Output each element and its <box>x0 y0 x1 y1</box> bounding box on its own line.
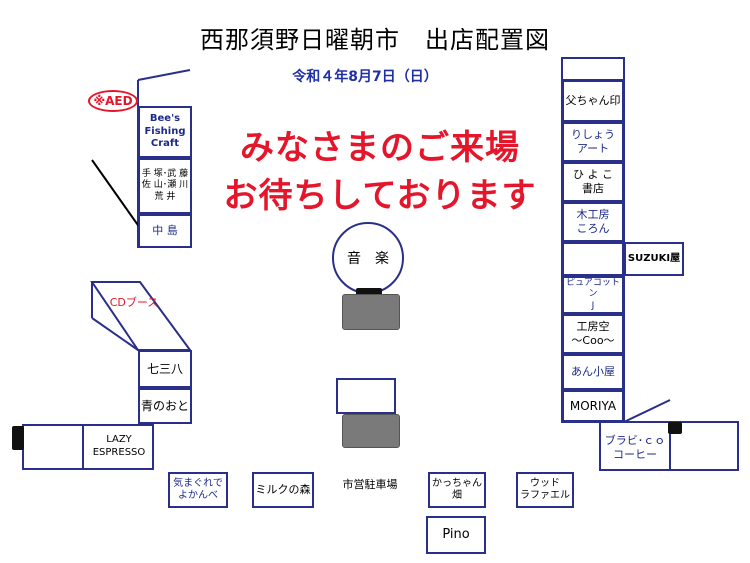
stall-pure-cotton: ピュアコットン J <box>562 276 624 314</box>
stall-suzuki-ya: SUZUKI屋 <box>624 242 684 276</box>
stall-nakajima: 中 島 <box>138 214 192 248</box>
stall-empty <box>562 242 624 276</box>
welcome-message-line2: お待ちしております <box>223 176 537 216</box>
tent-weight-right <box>668 422 682 434</box>
stall-aonooto: 青のおと <box>138 388 192 424</box>
stall-kobo-coo: 工房空 〜Coo〜 <box>562 314 624 354</box>
stall-bees-fishing-craft: Bee's Fishing Craft <box>138 106 192 158</box>
stall-tochan-jirushi: 父ちゃん印 <box>562 80 624 122</box>
event-date: 令和４年8月7日（日） <box>292 69 438 85</box>
page-title: 西那須野日曜朝市 出店配置図 <box>200 26 550 54</box>
stall-shichisanhachi: 七三八 <box>138 350 192 388</box>
stall-lazy-side <box>22 424 84 470</box>
center-booth-frame <box>336 378 396 414</box>
tent-weight <box>12 426 24 450</box>
stall-risho-art: りしょう アート <box>562 122 624 162</box>
stall-cd-booth: CDブース <box>109 296 159 309</box>
aed-marker: ※AED <box>88 90 138 112</box>
stall-mokkobo-koron: 木工房 ころん <box>562 202 624 242</box>
stall-moriya: MORIYA <box>562 390 624 422</box>
parking-lot-label: 市営駐車場 <box>342 478 398 491</box>
welcome-message-line1: みなさまのご来場 <box>240 128 520 168</box>
stall-hiyoko-shoten: ひ よ こ 書店 <box>562 162 624 202</box>
stall-wood-rafael: ウッド ラファエル <box>516 472 574 508</box>
stall-an-koya: あん小屋 <box>562 354 624 390</box>
stall-kacchan-batake: かっちゃん畑 <box>428 472 486 508</box>
stall-lazy-espresso: LAZY ESPRESSO <box>92 434 146 458</box>
music-stage: 音 楽 <box>332 222 404 294</box>
stall-group: 手 塚･武 藤 佐 山･瀬 川 荒 井 <box>138 158 192 214</box>
equipment-gray-bottom <box>342 414 400 448</box>
stall-kimagure: 気まぐれで よかんべ <box>168 472 228 508</box>
stall-burabi-coffee: ブラビ･ｃｏ コーヒー <box>604 434 666 461</box>
equipment-gray-top <box>342 294 400 330</box>
stall-pino: Pino <box>426 516 486 554</box>
speaker-black <box>356 288 382 298</box>
stall-milk-no-mori: ミルクの森 <box>252 472 314 508</box>
